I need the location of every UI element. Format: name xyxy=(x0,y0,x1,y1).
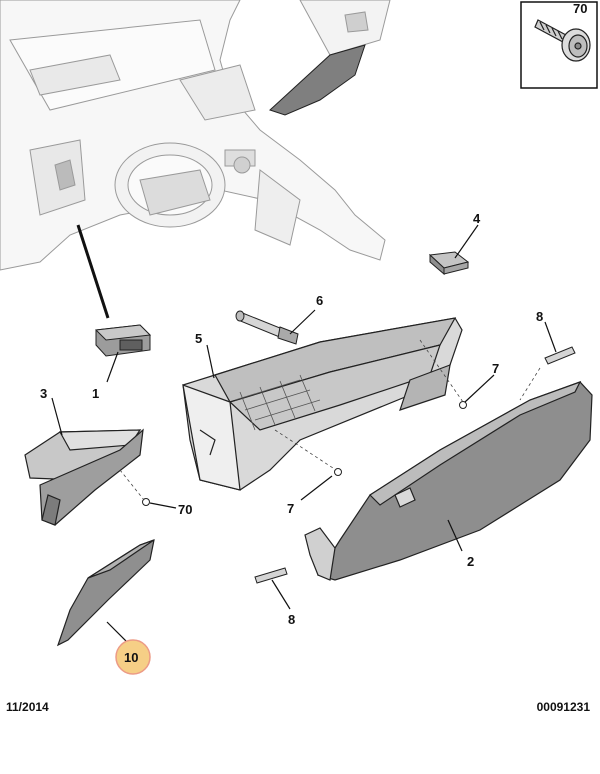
callout-6: 6 xyxy=(316,293,323,308)
screw-icon xyxy=(534,19,591,62)
callout-7-lower: 7 xyxy=(287,501,294,516)
leader-line xyxy=(76,224,110,319)
part-8-pin-upper xyxy=(544,346,576,365)
part-8-pin-lower xyxy=(254,567,288,584)
callout-7-upper: 7 xyxy=(492,361,499,376)
callout-3: 3 xyxy=(40,386,47,401)
callout-10-highlight xyxy=(115,639,151,675)
part-10-cover xyxy=(56,539,155,647)
part-5-glovebox-housing xyxy=(182,317,463,491)
footer-reference: 00091231 xyxy=(536,700,590,714)
dashboard-illustration xyxy=(0,0,391,271)
callout-1: 1 xyxy=(92,386,99,401)
assembly-lines xyxy=(119,339,541,501)
callout-70: 70 xyxy=(178,502,192,517)
callout-4: 4 xyxy=(473,211,481,226)
part-4-clip xyxy=(428,251,470,276)
screw-markers xyxy=(142,401,467,506)
part-6-damper xyxy=(235,310,299,345)
part-1-switch xyxy=(94,324,152,357)
callout-5: 5 xyxy=(195,331,202,346)
inset-callout-70: 70 xyxy=(573,1,587,16)
footer-date: 11/2014 xyxy=(6,700,49,714)
part-3-side-trim xyxy=(24,428,144,526)
part-2-glovebox-lid xyxy=(304,380,593,581)
callout-10: 10 xyxy=(124,650,138,665)
callout-8-upper: 8 xyxy=(536,309,543,324)
callout-2: 2 xyxy=(467,554,474,569)
dash-trim-piece xyxy=(269,44,366,116)
callout-8-lower: 8 xyxy=(288,612,295,627)
